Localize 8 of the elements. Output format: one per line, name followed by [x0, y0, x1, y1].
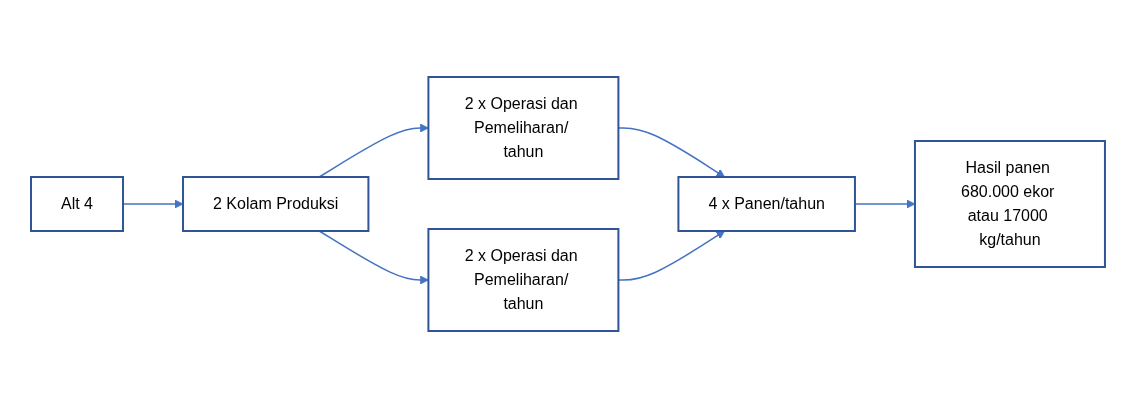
node-box: Alt 4 — [30, 176, 125, 232]
arrow — [318, 123, 429, 178]
node-box: 2 Kolam Produksi — [182, 176, 370, 232]
node-box: 2 x Operasi dan Pemeliharan/ tahun — [427, 228, 620, 332]
node-box: Hasil panen 680.000 ekor atau 17000 kg/tahun — [913, 140, 1106, 268]
arrow — [318, 230, 429, 285]
node-box: 2 x Operasi dan Pemeliharan/ tahun — [427, 76, 620, 180]
node-box: 4 x Panen/tahun — [677, 176, 856, 232]
